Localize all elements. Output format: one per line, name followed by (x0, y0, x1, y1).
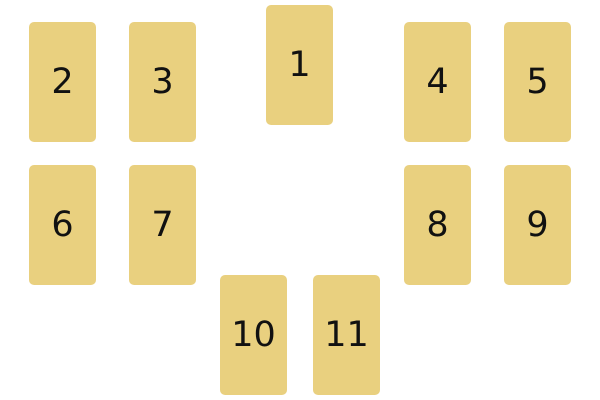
card-label: 10 (231, 315, 276, 355)
card-label: 1 (288, 45, 311, 85)
card-5[interactable]: 5 (504, 22, 571, 142)
card-10[interactable]: 10 (220, 275, 287, 395)
card-label: 4 (426, 62, 449, 102)
card-9[interactable]: 9 (504, 165, 571, 285)
card-4[interactable]: 4 (404, 22, 471, 142)
card-6[interactable]: 6 (29, 165, 96, 285)
card-11[interactable]: 11 (313, 275, 380, 395)
card-1[interactable]: 1 (266, 5, 333, 125)
card-label: 6 (51, 205, 74, 245)
card-label: 3 (151, 62, 174, 102)
card-8[interactable]: 8 (404, 165, 471, 285)
card-label: 7 (151, 205, 174, 245)
card-label: 2 (51, 62, 74, 102)
card-label: 9 (526, 205, 549, 245)
card-label: 11 (324, 315, 369, 355)
card-3[interactable]: 3 (129, 22, 196, 142)
card-label: 5 (526, 62, 549, 102)
card-label: 8 (426, 205, 449, 245)
card-7[interactable]: 7 (129, 165, 196, 285)
card-2[interactable]: 2 (29, 22, 96, 142)
